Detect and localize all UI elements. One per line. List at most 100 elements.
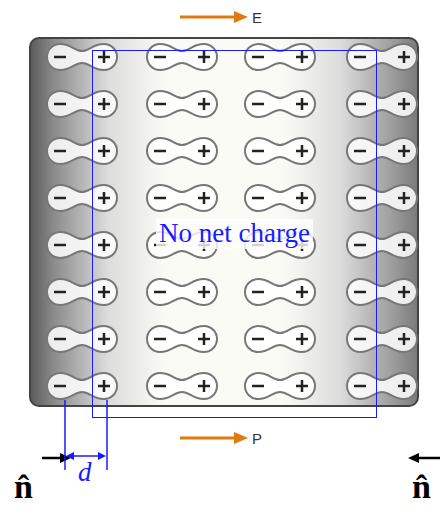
dipole <box>347 44 417 70</box>
dipole <box>347 138 417 164</box>
minus-sign <box>354 103 366 106</box>
minus-sign <box>252 103 264 106</box>
minus-sign <box>54 197 66 200</box>
dipole <box>245 326 315 352</box>
dipole <box>147 91 217 117</box>
dielectric-slab <box>30 38 418 406</box>
plus-sign <box>403 380 406 392</box>
minus-sign <box>252 197 264 200</box>
dipole <box>147 326 217 352</box>
dipole <box>47 232 117 258</box>
polarization-arrow <box>180 437 238 440</box>
minus-sign <box>354 197 366 200</box>
minus-sign <box>54 291 66 294</box>
dipole <box>147 138 217 164</box>
minus-sign <box>252 291 264 294</box>
plus-sign <box>203 333 206 345</box>
minus-sign <box>354 150 366 153</box>
normal-arrow <box>42 457 62 460</box>
minus-sign <box>354 291 366 294</box>
minus-sign <box>54 244 66 247</box>
plus-sign <box>203 98 206 110</box>
dipole <box>245 91 315 117</box>
arrow-head <box>408 453 419 463</box>
arrow-head <box>98 452 106 460</box>
plus-sign <box>103 333 106 345</box>
dipole <box>47 373 117 399</box>
plus-sign <box>403 51 406 63</box>
minus-sign <box>54 338 66 341</box>
plus-sign <box>301 380 304 392</box>
minus-sign <box>54 385 66 388</box>
dimension-label: d <box>78 459 92 486</box>
minus-sign <box>354 244 366 247</box>
plus-sign <box>403 145 406 157</box>
plus-sign <box>103 98 106 110</box>
dipole <box>347 279 417 305</box>
plus-sign <box>301 333 304 345</box>
minus-sign <box>54 56 66 59</box>
plus-sign <box>203 51 206 63</box>
dipole <box>147 279 217 305</box>
plus-sign <box>301 286 304 298</box>
dipole <box>47 138 117 164</box>
plus-sign <box>103 380 106 392</box>
dipole <box>147 44 217 70</box>
dipole <box>245 138 315 164</box>
dipole <box>147 373 217 399</box>
dimension-line <box>106 400 108 470</box>
plus-sign <box>103 239 106 251</box>
plus-sign <box>403 239 406 251</box>
plus-sign <box>203 286 206 298</box>
plus-sign <box>403 192 406 204</box>
dipole <box>245 279 315 305</box>
minus-sign <box>154 385 166 388</box>
plus-sign <box>103 145 106 157</box>
plus-sign <box>403 286 406 298</box>
minus-sign <box>354 56 366 59</box>
minus-sign <box>154 56 166 59</box>
dipole <box>47 185 117 211</box>
minus-sign <box>54 103 66 106</box>
minus-sign <box>154 103 166 106</box>
region-label: No net charge <box>156 219 313 249</box>
plus-sign <box>403 333 406 345</box>
arrow-head <box>234 11 248 23</box>
polarization-label: P <box>252 431 262 446</box>
dipole <box>47 326 117 352</box>
dipole <box>47 279 117 305</box>
normal-label: n̂ <box>14 470 33 504</box>
dipole <box>245 44 315 70</box>
dimension-line <box>64 400 66 470</box>
dipole <box>347 232 417 258</box>
minus-sign <box>354 338 366 341</box>
dipole <box>347 91 417 117</box>
dipole <box>245 185 315 211</box>
plus-sign <box>301 192 304 204</box>
dipole-group <box>47 44 417 399</box>
plus-sign <box>203 192 206 204</box>
minus-sign <box>154 338 166 341</box>
plus-sign <box>403 98 406 110</box>
minus-sign <box>252 338 264 341</box>
dipole <box>347 373 417 399</box>
arrow-head <box>66 452 74 460</box>
plus-sign <box>103 192 106 204</box>
dipole <box>147 185 217 211</box>
minus-sign <box>252 56 264 59</box>
minus-sign <box>154 150 166 153</box>
dipole <box>347 185 417 211</box>
minus-sign <box>154 197 166 200</box>
minus-sign <box>252 385 264 388</box>
plus-sign <box>301 98 304 110</box>
dipole <box>347 326 417 352</box>
plus-sign <box>301 145 304 157</box>
normal-arrow <box>418 457 440 460</box>
minus-sign <box>54 150 66 153</box>
plus-sign <box>301 51 304 63</box>
normal-label: n̂ <box>412 470 431 504</box>
arrow-head <box>234 432 248 444</box>
dipole <box>47 44 117 70</box>
region-box: No net charge <box>92 50 377 418</box>
